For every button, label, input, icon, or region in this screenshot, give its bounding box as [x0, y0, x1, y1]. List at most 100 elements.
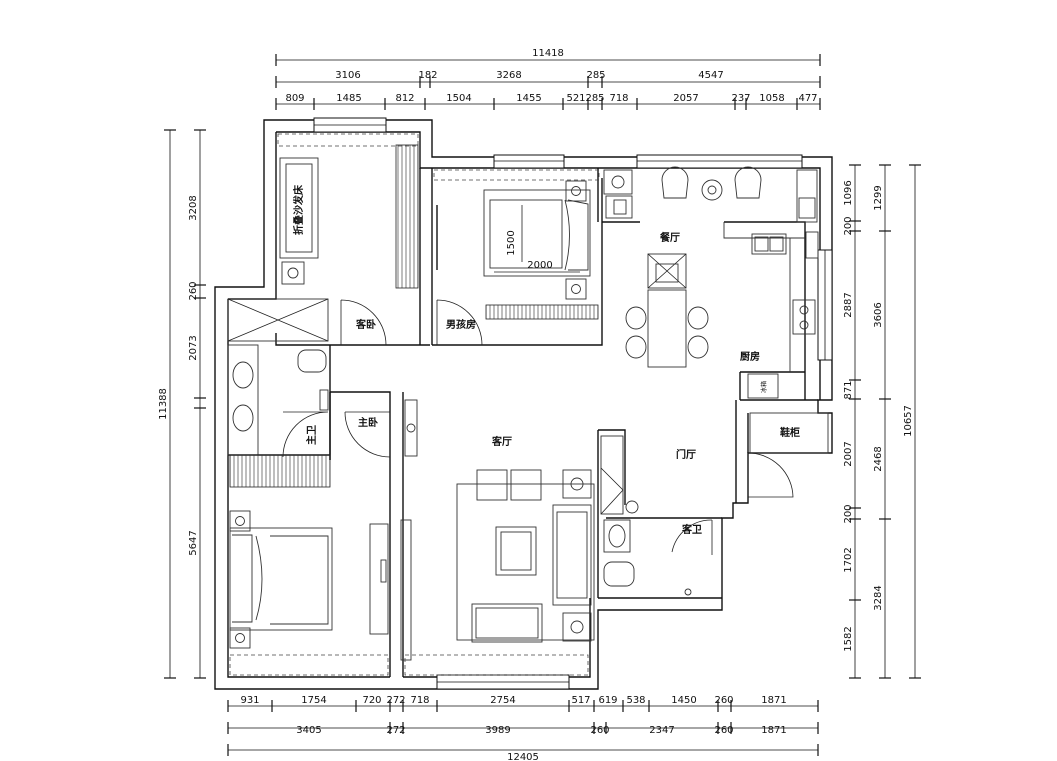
wardrobe [395, 144, 419, 289]
master-bath-label: 主卫 [305, 425, 318, 445]
armchair [476, 469, 508, 501]
nightstand [565, 278, 587, 300]
dim-right-detail: 1702 [843, 547, 854, 572]
dimension-lines [169, 59, 916, 751]
dim-top-detail: 1485 [336, 93, 361, 104]
dim-left-detail: 2073 [188, 335, 199, 360]
entry-door-swing [747, 452, 794, 498]
door-swing [671, 519, 713, 555]
dim-bottom-mid: 260 [714, 725, 733, 736]
dining-table [647, 289, 687, 368]
sofa [552, 504, 592, 606]
dining-chair [687, 335, 709, 359]
door-swing [344, 411, 391, 458]
living-label: 客厅 [491, 435, 512, 448]
guest-bedroom: 折叠沙发床 客卧 [277, 133, 419, 346]
dim-right-detail: 871 [843, 380, 854, 399]
wardrobe [229, 454, 331, 488]
armchair [661, 166, 689, 199]
door-swing [340, 299, 387, 346]
bed [483, 189, 591, 277]
dim-right-mid: 3606 [873, 302, 884, 327]
dim-bottom-mid: 260 [590, 725, 609, 736]
boys-room-label: 男孩房 [446, 318, 476, 331]
dim-bottom-detail: 720 [362, 695, 381, 706]
living-room: 客厅 [400, 399, 595, 676]
dim-left-detail: 260 [188, 281, 199, 300]
tall-cabinet [796, 169, 818, 223]
dim-top-mid: 182 [418, 70, 437, 81]
basin [603, 519, 631, 553]
dim-right-detail: 1096 [843, 180, 854, 205]
armchair [510, 469, 542, 501]
ottoman-sofa [471, 603, 543, 643]
side-table [562, 612, 592, 642]
dim-top-detail: 237 [731, 93, 750, 104]
bed-width-label: 1500 [506, 230, 517, 255]
dim-top-detail: 1058 [759, 93, 784, 104]
dim-top-mid: 4547 [698, 70, 723, 81]
dim-top-detail: 2057 [673, 93, 698, 104]
dim-bottom-detail: 1871 [761, 695, 786, 706]
master-bath: 主卫 主卧 [227, 298, 391, 458]
exterior-wall [214, 119, 833, 690]
fixture [603, 169, 633, 195]
dim-right-detail: 200 [843, 504, 854, 523]
sofa-bed [279, 157, 319, 259]
fridge [747, 373, 779, 399]
cabinet [404, 399, 418, 457]
dimension-ticks [164, 54, 921, 756]
bed-length-label: 2000 [527, 260, 552, 271]
windows [313, 117, 833, 690]
coffee-table [495, 526, 537, 576]
dim-bottom-detail: 538 [626, 695, 645, 706]
dim-bottom-mid: 272 [386, 725, 405, 736]
dining-chair [687, 306, 709, 330]
dim-top-total: 11418 [532, 48, 564, 59]
master-bedroom-label: 主卧 [358, 416, 378, 429]
dim-top-detail: 1504 [446, 93, 471, 104]
nightstand [281, 261, 305, 285]
dim-bottom-detail: 619 [598, 695, 617, 706]
door-swing [436, 299, 483, 346]
boys-room: 1500 2000 男孩房 [433, 169, 600, 346]
kitchen-area: 厨房 冰箱 [723, 169, 819, 399]
side-table [701, 179, 723, 201]
guest-bath: 客卫 [603, 519, 713, 596]
dim-bottom-mid: 3405 [296, 725, 321, 736]
inner-wall-outline [227, 131, 821, 678]
dining-label: 餐厅 [659, 231, 680, 244]
dim-bottom-mid: 2347 [649, 725, 674, 736]
dim-right-total: 10657 [903, 405, 914, 437]
dim-bottom-detail: 260 [714, 695, 733, 706]
dim-right-mid: 2468 [873, 446, 884, 471]
dim-top-mid: 3106 [335, 70, 360, 81]
dim-left-total: 11388 [158, 388, 169, 420]
wardrobe [485, 304, 599, 320]
shoe-cabinet-label: 鞋柜 [780, 426, 800, 439]
dim-bottom-detail: 1754 [301, 695, 326, 706]
dim-left-detail: 3208 [188, 195, 199, 220]
dim-bottom-total: 12405 [507, 752, 539, 761]
dim-bottom-detail: 2754 [490, 695, 515, 706]
dining-area: 餐厅 [603, 166, 762, 368]
cooktop [792, 299, 816, 335]
kitchen-label: 厨房 [740, 350, 760, 363]
door-swing [282, 411, 329, 458]
foyer: 门厅 鞋柜 [600, 412, 829, 515]
dim-top-detail: 812 [395, 93, 414, 104]
dim-top-detail: 809 [285, 93, 304, 104]
dim-right-mid: 1299 [873, 185, 884, 210]
dim-right-detail: 200 [843, 216, 854, 235]
dim-bottom-detail: 1450 [671, 695, 696, 706]
sofa-bed-label: 折叠沙发床 [292, 184, 305, 235]
dim-bottom-detail: 931 [240, 695, 259, 706]
dim-bottom-mid: 1871 [761, 725, 786, 736]
dim-bottom-mid: 3989 [485, 725, 510, 736]
sink [751, 233, 787, 255]
dim-right-detail: 2007 [843, 441, 854, 466]
dim-right-detail: 2887 [843, 292, 854, 317]
sideboard [647, 253, 687, 289]
dim-top-detail: 521 [566, 93, 585, 104]
